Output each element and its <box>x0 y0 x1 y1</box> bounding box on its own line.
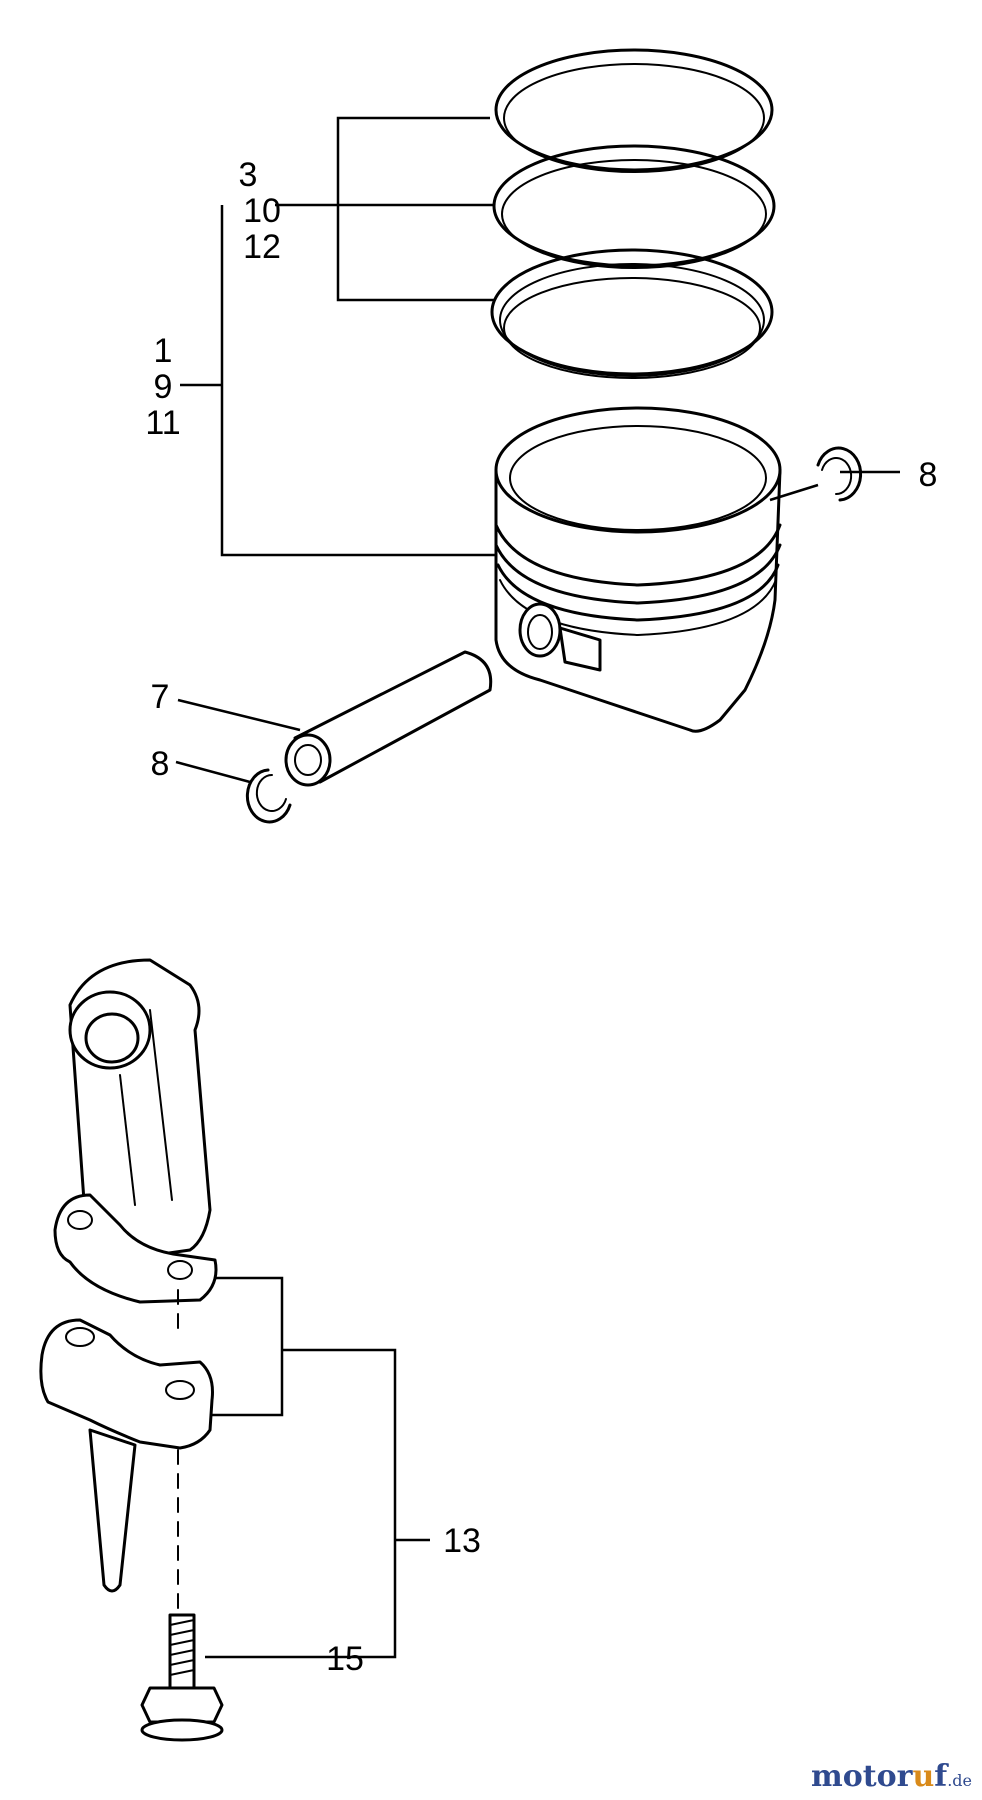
watermark-suffix: .de <box>947 1771 972 1790</box>
circlip-right <box>816 446 863 502</box>
piston-pin <box>284 650 493 787</box>
callout-piston-pin: 7 <box>151 678 170 716</box>
circlip-left <box>245 768 292 824</box>
ring-bottom <box>490 248 774 379</box>
watermark-tail: f <box>934 1759 948 1794</box>
connecting-rod-cap <box>39 1318 214 1593</box>
piston-rings <box>490 48 776 379</box>
rod-bolt <box>140 1613 224 1742</box>
callout-piston-9: 9 <box>154 368 173 406</box>
callout-rings-3: 3 <box>239 156 258 194</box>
site-watermark: motoruf.de <box>811 1759 972 1794</box>
callout-rings-12: 12 <box>243 228 281 266</box>
connecting-rod <box>53 958 218 1304</box>
callout-circlip-right: 8 <box>919 456 938 494</box>
callout-piston-11: 11 <box>145 404 180 442</box>
piston <box>494 406 782 733</box>
ring-top <box>494 48 774 173</box>
callout-rod-bolt: 15 <box>326 1640 364 1678</box>
watermark-accent: u <box>912 1759 935 1794</box>
callout-circlip-left: 8 <box>151 745 170 783</box>
callout-rings-10: 10 <box>243 192 281 230</box>
callout-labels: 3 10 12 1 9 11 8 7 8 13 15 <box>145 156 937 1678</box>
callout-rod-assembly: 13 <box>443 1522 481 1560</box>
callout-piston-1: 1 <box>154 332 173 370</box>
watermark-main: motor <box>811 1759 913 1794</box>
leader-lines <box>175 116 900 1659</box>
